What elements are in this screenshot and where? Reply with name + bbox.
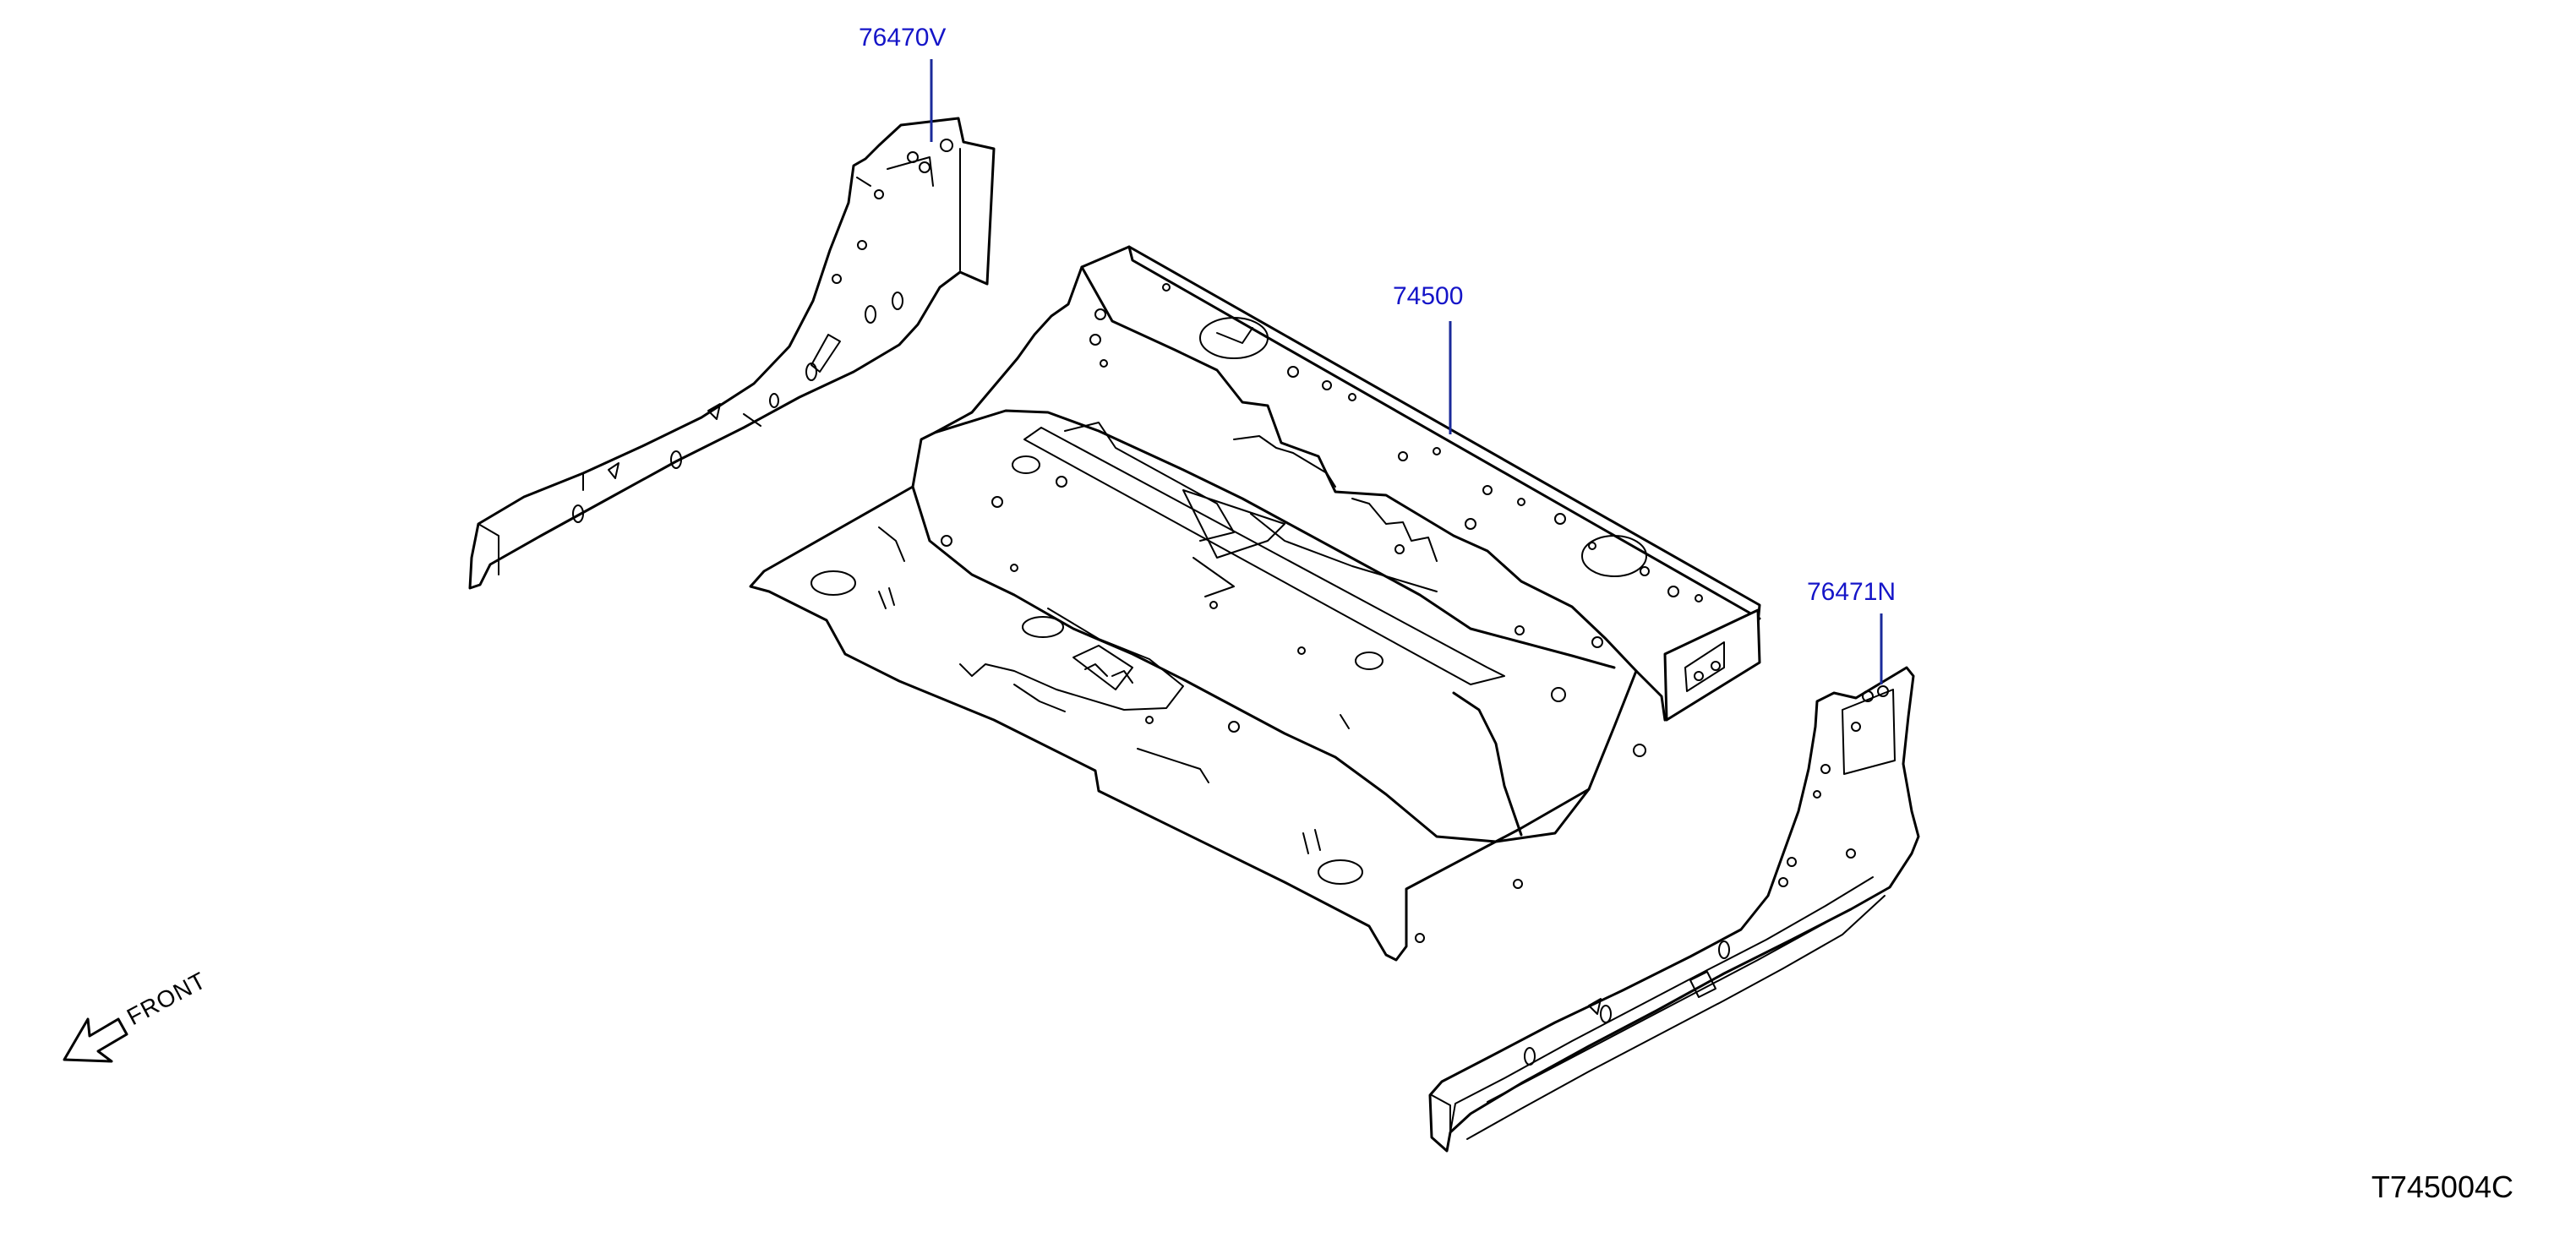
right-side-sill-part[interactable] (1428, 666, 1920, 1153)
part-number-floor-panel[interactable]: 74500 (1393, 282, 1464, 310)
left-side-sill-part[interactable] (468, 117, 996, 590)
part-number-left-side-sill[interactable]: 76470V (859, 24, 947, 52)
diagram-code: T745004C (2371, 1169, 2513, 1204)
part-number-right-side-sill[interactable]: 76471N (1807, 578, 1897, 606)
front-arrow-icon (63, 1017, 128, 1063)
floor-panel-part[interactable] (749, 245, 1761, 962)
